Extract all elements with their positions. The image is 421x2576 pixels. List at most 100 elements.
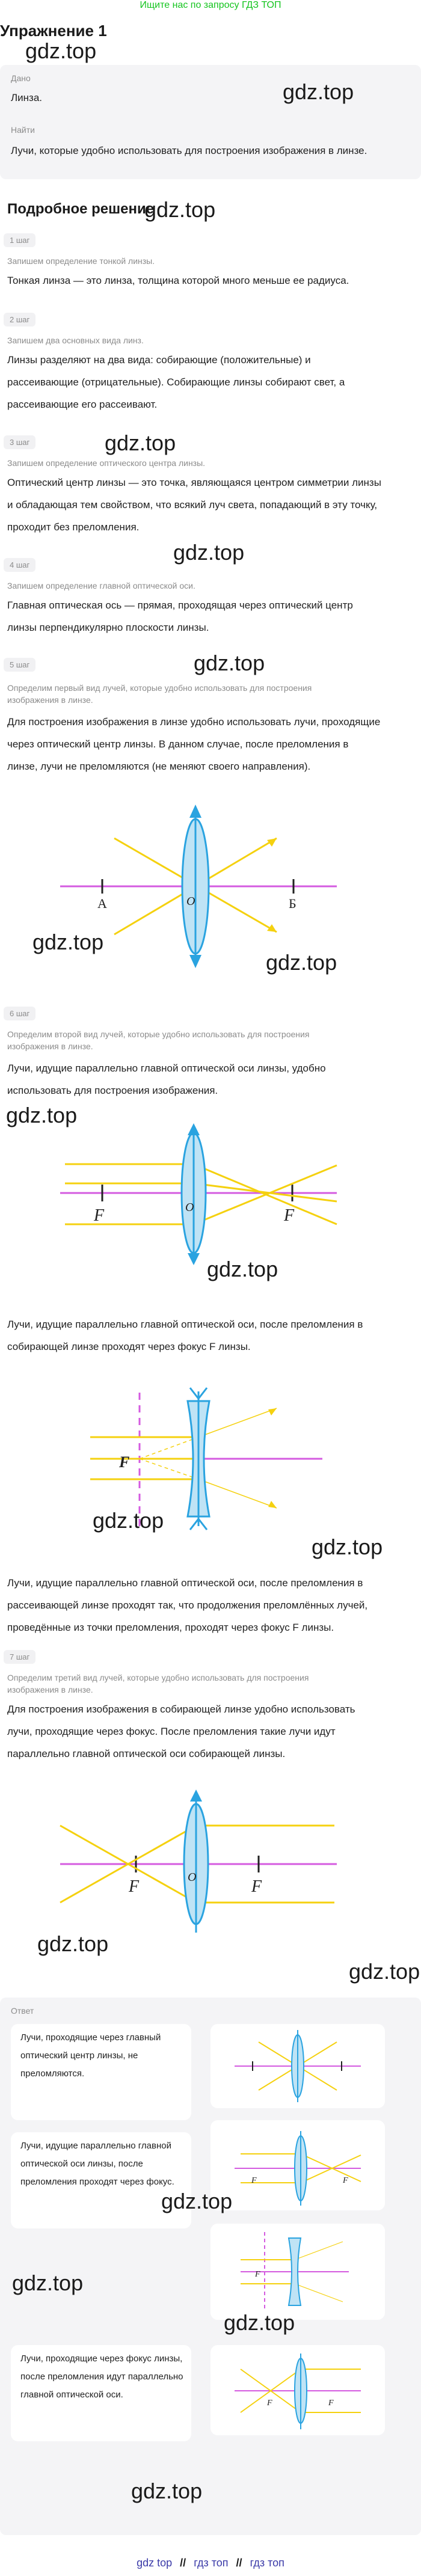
watermark: gdz.top: [173, 540, 245, 565]
ray-arrow: [267, 924, 277, 932]
ray-extension: [139, 1437, 199, 1459]
step-text: Лучи, идущие параллельно главной оптичес…: [7, 1063, 326, 1096]
answer-image-card: F F: [210, 2120, 385, 2210]
footer-link[interactable]: gdz top: [137, 2557, 173, 2569]
answer-image-card: F: [210, 2224, 385, 2320]
label-f: F: [128, 1877, 140, 1896]
given-value: Линза.: [11, 92, 43, 103]
diagram-diverging: F: [90, 1387, 322, 1531]
watermark: gdz.top: [224, 2310, 295, 2335]
answer-text-card: Лучи, идущие параллельно главной оптичес…: [11, 2132, 191, 2228]
given-find-card: Дано Линза. gdz.top Найти Лучи, которые …: [0, 65, 421, 179]
label-f: F: [251, 1877, 262, 1896]
step-text: Лучи, идущие параллельно главной оптичес…: [7, 1319, 363, 1352]
step-text: Для построения изображения в собирающей …: [7, 1704, 355, 1759]
watermark: gdz.top: [194, 651, 265, 675]
watermark: gdz.top: [283, 79, 354, 104]
svg-text:F: F: [328, 2399, 334, 2408]
lens-arrow-top: [190, 1789, 202, 1802]
diagram-center-rays: А Б O: [60, 805, 337, 968]
watermark: gdz.top: [349, 1959, 420, 1984]
answer-image-card: [210, 2024, 385, 2108]
lens-arrow-top: [189, 805, 201, 818]
step-desc: Определим первый вид лучей, которые удоб…: [7, 683, 312, 705]
svg-text:F: F: [266, 2399, 272, 2408]
ray-through-focus: [60, 1824, 197, 1904]
ray-arrow: [268, 1501, 277, 1508]
label-f: F: [93, 1206, 105, 1225]
step-desc: Запишем два основных вида линз.: [7, 336, 144, 345]
step-label: 4 шаг: [4, 558, 36, 572]
label-o: O: [188, 1871, 196, 1884]
ray-arrow: [267, 838, 277, 847]
step-label: 3 шаг: [4, 435, 36, 449]
label-b: Б: [289, 896, 297, 911]
top-banner: Ищите нас по запросу ГДЗ ТОП: [140, 0, 281, 10]
given-label: Дано: [11, 73, 31, 83]
step-text: Главная оптическая ось — прямая, проходя…: [7, 600, 353, 633]
lens-arrow-bottom: [189, 1517, 208, 1530]
find-value: Лучи, которые удобно использовать для по…: [11, 145, 367, 156]
watermark: gdz.top: [6, 1103, 78, 1127]
label-o: O: [186, 895, 195, 908]
watermark: gdz.top: [12, 2271, 84, 2295]
watermark: gdz.top: [144, 197, 216, 222]
step-desc: Запишем определение оптического центра л…: [7, 458, 206, 468]
ray-refracted: [193, 1164, 337, 1225]
ray-refracted: [198, 1479, 277, 1509]
svg-text:F: F: [251, 2176, 257, 2185]
ray-extension: [139, 1458, 199, 1480]
step-text: Лучи, идущие параллельно главной оптичес…: [7, 1577, 368, 1633]
lens-arrow-bottom: [189, 955, 201, 968]
label-a: А: [97, 896, 107, 911]
find-label: Найти: [11, 125, 35, 135]
step-text: Тонкая линза — это линза, толщина которо…: [7, 275, 349, 286]
watermark: gdz.top: [37, 1931, 109, 1956]
watermark: gdz.top: [161, 2189, 233, 2213]
lens-arrow-bottom: [188, 1253, 200, 1265]
ray-refracted: [198, 1408, 277, 1438]
answer-label: Ответ: [11, 2006, 34, 2016]
answer-card: Ответ Лучи, проходящие через главный опт…: [0, 1998, 421, 2535]
watermark: gdz.top: [93, 1508, 164, 1533]
answer-text-card: Лучи, проходящие через фокус линзы, посл…: [11, 2345, 191, 2441]
step-label: 6 шаг: [4, 1007, 36, 1020]
lens-arrow-top: [188, 1123, 200, 1135]
step-label: 2 шаг: [4, 313, 36, 327]
step-desc: Определим второй вид лучей, которые удоб…: [7, 1029, 310, 1051]
step-label: 1 шаг: [4, 233, 36, 247]
diagram-parallel-converging: F F O: [60, 1123, 337, 1265]
mini-diagram-diverging: F: [241, 2232, 349, 2311]
ray-refracted: [193, 1182, 337, 1203]
step-text: Оптический центр линзы — это точка, явля…: [7, 477, 381, 533]
lens-arrow-top: [189, 1387, 208, 1400]
watermark: gdz.top: [207, 1257, 278, 1281]
step-label: 7 шаг: [4, 1650, 36, 1664]
step-text: Линзы разделяют на два вида: собирающие …: [7, 354, 345, 410]
solution-title: Подробное решение: [7, 201, 155, 217]
svg-text:F: F: [254, 2270, 260, 2279]
watermark: gdz.top: [105, 431, 176, 455]
mini-diagram-center: [235, 2030, 361, 2102]
step-desc: Запишем определение главной оптической о…: [7, 581, 195, 590]
watermark: gdz.top: [266, 950, 337, 975]
answer-text-card: Лучи, проходящие через главный оптически…: [11, 2024, 191, 2120]
footer-link[interactable]: гдз топ: [194, 2557, 229, 2569]
watermark: gdz.top: [32, 930, 104, 954]
footer-link[interactable]: гдз топ: [250, 2557, 284, 2569]
mini-diagram-parallel: F F: [235, 2131, 361, 2206]
step-label: 5 шаг: [4, 658, 36, 672]
footer-links: gdz top // гдз топ // гдз топ: [137, 2557, 284, 2569]
label-f: F: [283, 1206, 295, 1225]
watermark: gdz.top: [131, 2479, 203, 2503]
watermark: gdz.top: [25, 38, 97, 63]
diagram-focus-rays: F F O: [60, 1789, 337, 1933]
step-desc: Определим третий вид лучей, которые удоб…: [7, 1673, 309, 1694]
ray-arrow: [268, 1408, 277, 1415]
watermark: gdz.top: [312, 1535, 383, 1559]
page-title: Упражнение 1: [0, 22, 107, 40]
mini-diagram-focus: F F: [235, 2354, 361, 2429]
answer-image-card: F F: [210, 2345, 385, 2435]
label-o: O: [185, 1201, 194, 1214]
svg-text:F: F: [342, 2176, 348, 2185]
